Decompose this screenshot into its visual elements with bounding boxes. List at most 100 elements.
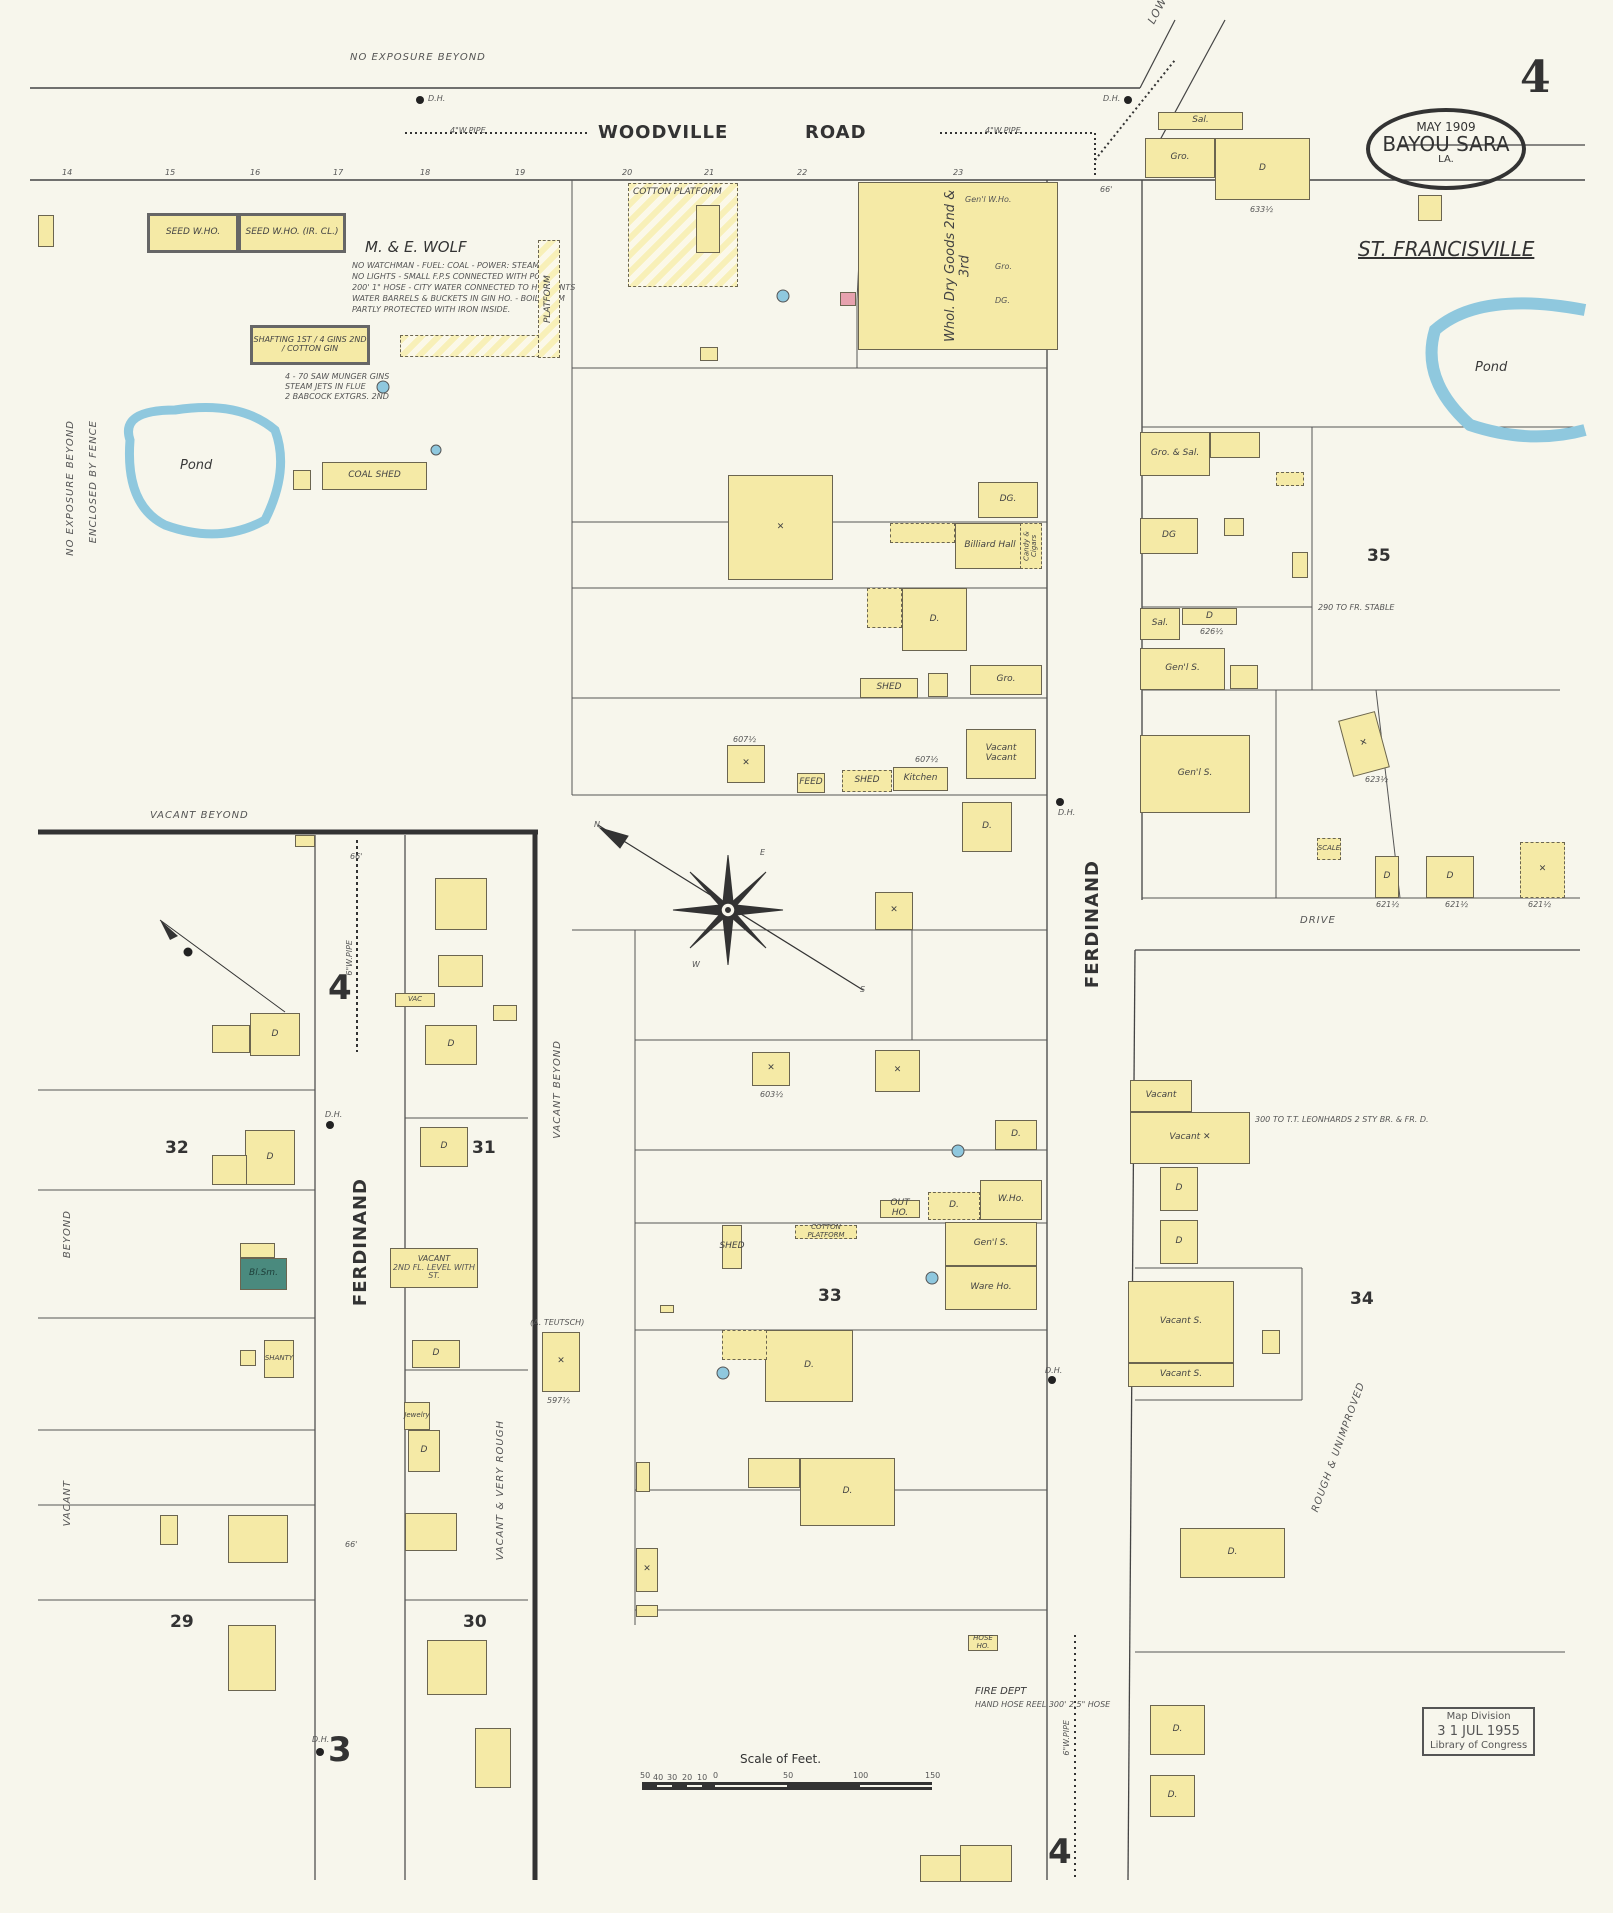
building-general-store-3: Gen'l S. [945,1222,1037,1266]
building-scale: SCALE [1317,838,1341,860]
distance-to-leonhards: 300 TO T.T. LEONHARDS 2 STY BR. & FR. D. [1255,1115,1429,1124]
block-number: 35 [1367,546,1391,566]
building-small [212,1025,250,1053]
wolf-notes: NO WATCHMAN - FUEL: COAL - POWER: STEAM … [352,260,575,315]
building-kitchen: Kitchen [893,767,948,791]
vacant-beyond-mid: VACANT BEYOND [552,1040,563,1139]
building-shed [696,205,720,253]
lot-number: 19 [515,168,526,177]
scale-tick: 30 [667,1773,678,1782]
gin-note-line: 4 - 70 SAW MUNGER GINS [285,372,390,381]
building-small [160,1515,178,1545]
building-jewelry: Jewelry [404,1402,430,1430]
pipe-label-woodville-east: 4"W.PIPE [985,126,1021,135]
enclosed-by-fence: ENCLOSED BY FENCE [88,420,99,544]
scale-title: Scale of Feet. [740,1752,822,1766]
scale-tick: 40 [653,1773,664,1782]
building-grocery-saloon: Gro. & Sal. [1140,432,1210,476]
compass-n: N [594,820,600,829]
building-vacant-store-2: Vacant S. [1128,1363,1234,1387]
block-number: 32 [165,1138,189,1158]
building-dwelling-34: D. [1180,1528,1285,1578]
building-small [1418,195,1442,221]
block-number: 33 [818,1286,842,1306]
building-dwelling-33a: D. [765,1330,853,1402]
vacant-beyond-label: VACANT BEYOND [150,810,249,821]
building-seed-warehouse-2: SEED W.HO. (IR. CL.) [238,213,346,253]
wolf-note-line: 200' 1" HOSE - CITY WATER CONNECTED TO H… [352,283,576,292]
building-small [493,1005,517,1021]
building-small [722,1330,767,1360]
street-label-woodville: WOODVILLE [598,122,729,143]
scale-tick: 20 [682,1773,693,1782]
map-date: MAY 1909 [1416,120,1476,134]
building-dwelling-7: D [1160,1220,1198,1264]
street-label-ferdinand-east: FERDINAND [1082,860,1103,989]
vacant-rough-label: VACANT & VERY ROUGH [495,1420,506,1561]
cotton-platform: COTTON PLATFORM [628,183,738,287]
street-width-66-b: 66' [345,1540,358,1549]
address-label: 621½ [1376,900,1400,909]
scale-tick: 100 [853,1771,869,1780]
label-vacant: Vacant [1169,1132,1201,1143]
building-frame-x-4: ✕ [1520,842,1565,898]
building-dwelling-bottom-2: D. [1150,1775,1195,1817]
address-label: 633½ [1250,205,1274,214]
address-label: 607½ [733,735,757,744]
lot-number: 18 [420,168,431,177]
building-frame-x: ✕ [727,745,765,783]
building-general-store: Gen'l S. [1140,648,1225,690]
building-grocery: Gro. [970,665,1042,695]
adjoining-sheet-ref: 4 [328,968,352,1008]
wolf-note-line: NO WATCHMAN - FUEL: COAL - POWER: STEAM … [352,261,545,270]
building-small [240,1243,275,1258]
label-vacant: Vacant [985,753,1017,763]
address-label: 621½ [1445,900,1469,909]
building-dwelling-4: D [1375,856,1399,898]
building-frame-x-7: ✕ [636,1548,658,1592]
adjoining-sheet-ref: 3 [328,1730,352,1770]
building-coal-shed: COAL SHED [322,462,427,490]
address-label: 626½ [1200,627,1224,636]
building-small [748,1458,800,1488]
building-dwelling-33b: D. [800,1458,895,1526]
label-vacant-note: 2ND FL. LEVEL WITH ST. [392,1262,476,1281]
building-dwelling-5: D [1426,856,1474,898]
building-small [700,347,718,361]
pipe-label-ferdinand: 6"W.PIPE [1062,1720,1071,1756]
scale-tick: 50 [640,1771,651,1780]
fire-dept-note: HAND HOSE REEL 300' 2.5" HOSE [975,1700,1111,1709]
pond-label-east: Pond [1475,360,1508,375]
building-bottom-2 [960,1845,1012,1882]
building-small [1230,665,1258,689]
stamp-date: 3 1 JUL 1955 [1437,1723,1520,1739]
building-west-2 [438,955,483,987]
scale-tick: 0 [713,1771,719,1780]
building-vac: VAC [395,993,435,1007]
building-west-7 [475,1728,511,1788]
building-small [1276,472,1304,486]
cotton-shed-platform [400,335,560,357]
label-gro: Gro. [995,262,1012,271]
lot-number: 21 [704,168,715,177]
label-vacant: VACANT [417,1253,451,1263]
street-width-66-c: 66' [1100,185,1113,194]
sheet-number: 4 [1520,52,1551,103]
scale-tick: 50 [783,1771,794,1780]
building-dwelling-2: D. [962,802,1012,852]
compass-e: E [760,848,766,857]
building-dwelling-3: D [1182,608,1237,625]
building-cotton-gin: SHAFTING 1ST / 4 GINS 2ND / COTTON GIN [250,325,370,365]
building-feed: FEED [797,773,825,793]
vacant-left-label: VACANT [62,1480,73,1527]
wolf-note-line: PARTLY PROTECTED WITH IRON INSIDE. [352,305,511,314]
building-small [1224,518,1244,536]
pipe-label-woodville-west: 4"W.PIPE [450,126,486,135]
dh-label: D.H. [1058,808,1076,817]
building-blacksmith: Bl.Sm. [240,1258,287,1290]
building-shed: SHED [860,678,918,698]
building-out-house: OUT HO. [880,1198,920,1218]
no-exposure-left: NO EXPOSURE BEYOND [65,420,76,556]
